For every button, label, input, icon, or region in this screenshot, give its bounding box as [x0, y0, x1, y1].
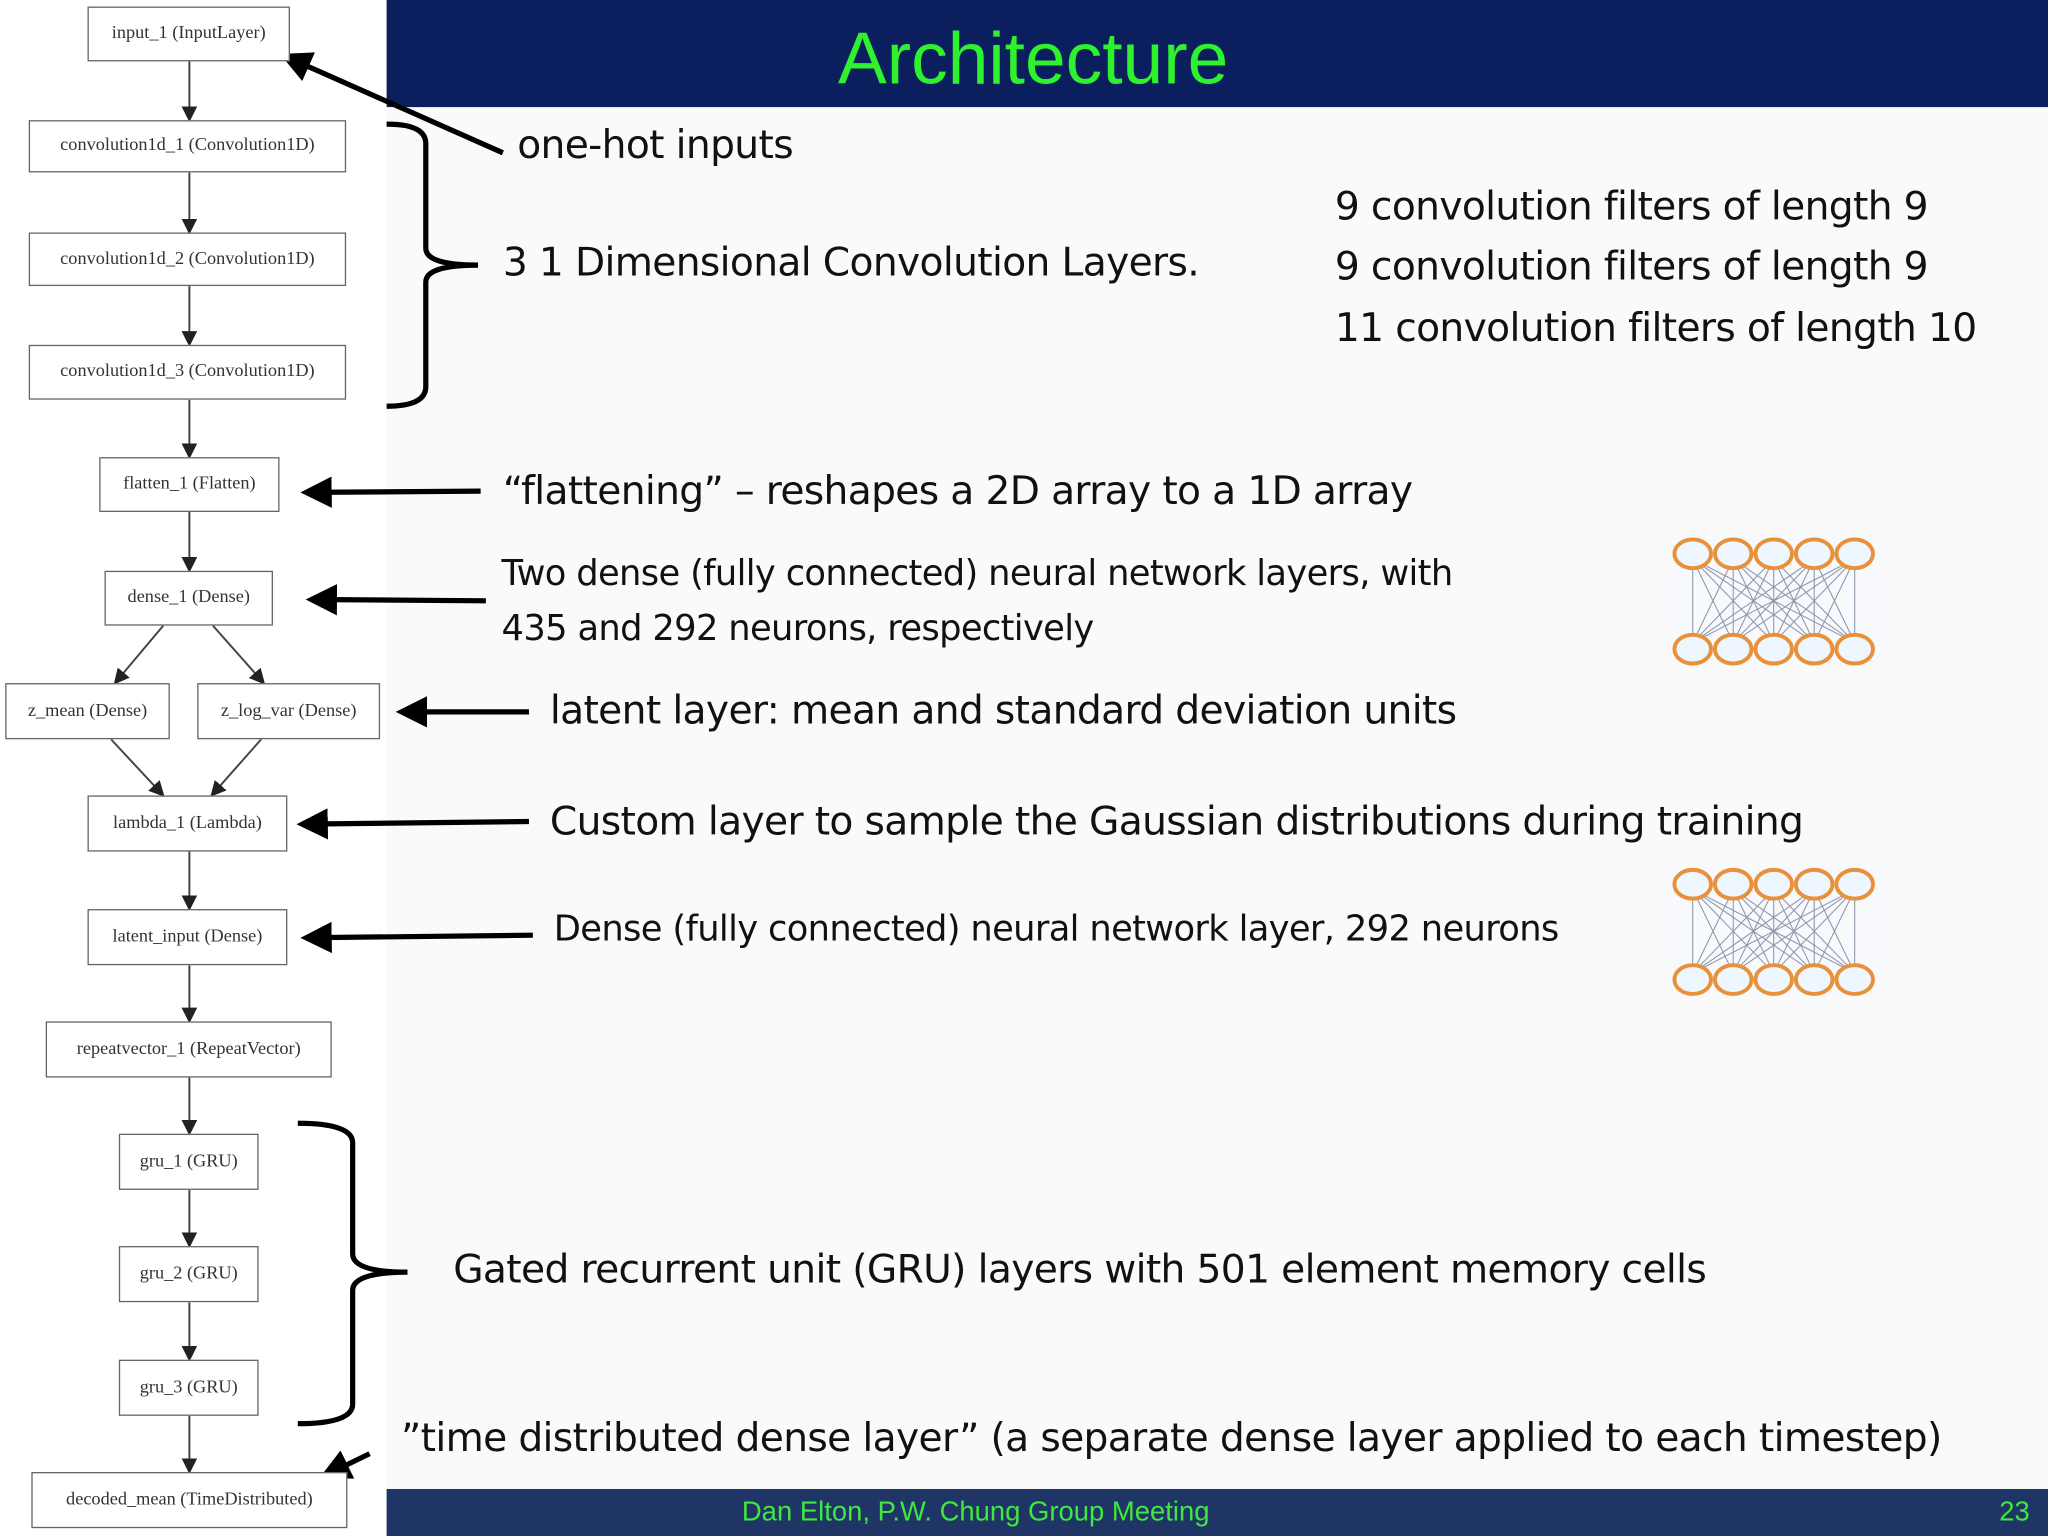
layer-box-input: input_1 (InputLayer): [87, 6, 290, 62]
layer-box-conv1: convolution1d_1 (Convolution1D): [28, 120, 347, 173]
neural-network-icon: [1669, 865, 1885, 997]
arrow-one-hot: [279, 52, 504, 156]
annotation-latent-input: Dense (fully connected) neural network l…: [553, 909, 1560, 950]
annotation-dense-1: Two dense (fully connected) neural netwo…: [501, 553, 1454, 595]
layer-box-gru-1: gru_1 (GRU): [118, 1133, 259, 1190]
layer-box-gru-2: gru_2 (GRU): [118, 1246, 259, 1303]
layer-box-gru-3: gru_3 (GRU): [118, 1359, 259, 1416]
neural-network-icon: [1669, 535, 1885, 667]
conv-filter-2: 9 convolution filters of length 9: [1334, 244, 1929, 290]
slide-footer: Dan Elton, P.W. Chung Group Meeting 23: [386, 1488, 2048, 1536]
arrow-dense: [305, 584, 486, 616]
annotation-conv: 3 1 Dimensional Convolution Layers.: [502, 240, 1200, 287]
conv-filter-3: 11 convolution filters of length 10: [1334, 305, 1977, 352]
layer-box-conv2: convolution1d_2 (Convolution1D): [28, 232, 347, 287]
slide-title: Architecture: [837, 16, 1229, 100]
graph-edge: [210, 738, 262, 797]
graph-edge: [113, 625, 165, 685]
annotation-time-distributed: ”time distributed dense layer” (a separa…: [400, 1415, 1942, 1462]
arrow-latent-input: [300, 921, 533, 954]
graph-edge: [212, 624, 266, 685]
conv-filter-1: 9 convolution filters of length 9: [1334, 184, 1929, 230]
layer-box-repeatvector: repeatvector_1 (RepeatVector): [45, 1021, 332, 1078]
annotation-one-hot: one-hot inputs: [517, 122, 793, 169]
layer-box-lambda: lambda_1 (Lambda): [87, 795, 288, 852]
annotation-latent: latent layer: mean and standard deviatio…: [549, 688, 1457, 735]
annotation-dense-2: 435 and 292 neurons, respectively: [501, 608, 1095, 650]
layer-box-latent-input: latent_input (Dense): [87, 909, 288, 966]
annotation-gru: Gated recurrent unit (GRU) layers with 5…: [453, 1247, 1707, 1294]
layer-box-z-mean: z_mean (Dense): [5, 683, 170, 740]
slide-header: Architecture: [386, 0, 2048, 108]
brace-gru: [297, 1120, 408, 1427]
page-number: 23: [1999, 1496, 2030, 1527]
annotation-lambda: Custom layer to sample the Gaussian dist…: [549, 799, 1804, 846]
footer-text: Dan Elton, P.W. Chung Group Meeting: [741, 1496, 1210, 1527]
arrow-flatten: [300, 476, 481, 508]
layer-box-conv3: convolution1d_3 (Convolution1D): [28, 344, 347, 400]
arrow-lambda: [296, 808, 530, 840]
layer-box-dense: dense_1 (Dense): [104, 570, 273, 626]
layer-box-z-log-var: z_log_var (Dense): [197, 683, 381, 740]
annotation-flatten: “flattening” – reshapes a 2D array to a …: [502, 468, 1413, 515]
layer-box-flatten: flatten_1 (Flatten): [99, 457, 280, 512]
graph-edge: [110, 738, 165, 797]
layer-box-decoded-mean: decoded_mean (TimeDistributed): [31, 1471, 348, 1529]
